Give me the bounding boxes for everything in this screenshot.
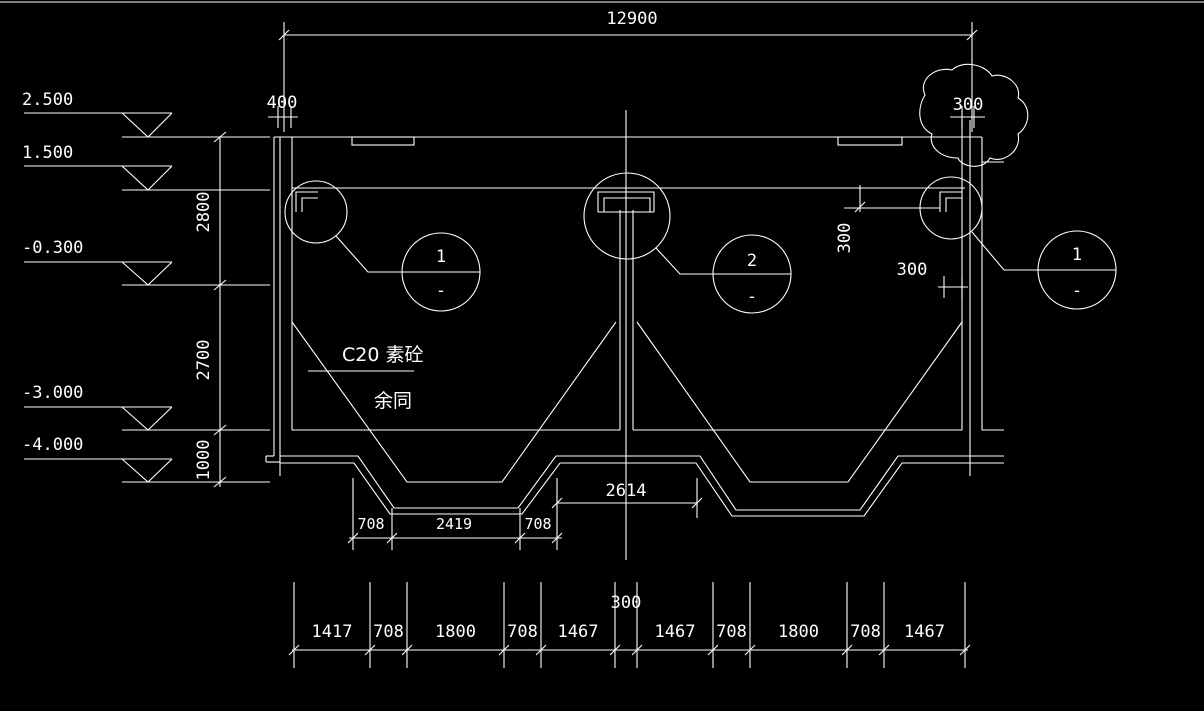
wall-thickness-dims: 400 300 <box>267 93 985 128</box>
svg-text:-: - <box>747 287 757 307</box>
elevation-minus-4000: -4.000 <box>22 435 270 483</box>
elevation-2500: 2.500 <box>22 90 270 138</box>
bottom-dim-label: 1800 <box>778 622 819 642</box>
dim-slash <box>535 644 547 656</box>
dim-slash <box>364 644 376 656</box>
material-note-top: C20 素砼 <box>342 344 423 366</box>
dim-slash <box>631 644 643 656</box>
elevation-markers: 2.500 1.500 -0.300 -3.000 -4.000 <box>22 90 270 483</box>
detail-callout-1-left[interactable]: 1 - <box>284 180 481 312</box>
base-dim-right: 708 <box>524 515 551 533</box>
svg-text:-: - <box>1072 281 1082 301</box>
dim-slash <box>959 644 971 656</box>
dim-slash <box>841 644 853 656</box>
dim-slash <box>401 644 413 656</box>
overall-width-label: 12900 <box>606 9 657 29</box>
base-dimensions: 708 2419 708 2614 <box>347 478 703 550</box>
dim-slash <box>609 644 621 656</box>
revision-cloud <box>919 63 1029 167</box>
bottom-dim-label: 1467 <box>655 622 696 642</box>
svg-text:1: 1 <box>1072 245 1082 265</box>
bottom-dim-label: 708 <box>373 622 404 642</box>
svg-text:-: - <box>436 281 446 301</box>
bottom-dim-label: 708 <box>507 622 538 642</box>
svg-text:2: 2 <box>747 251 757 271</box>
dim-slash <box>288 644 300 656</box>
vertical-300-label: 300 <box>835 223 855 254</box>
bottom-dim-label: 708 <box>716 622 747 642</box>
material-note: C20 素砼 余同 <box>308 344 423 412</box>
bottom-center-dim: 300 <box>611 593 642 613</box>
bottom-dim-label: 1800 <box>435 622 476 642</box>
bottom-dimension-chain: 300 1417 708 1800 708 1467 1467 708 1800 708 1467 <box>288 582 971 668</box>
left-wall-dim: 400 <box>267 93 298 113</box>
dim-1000: 1000 <box>194 440 214 481</box>
base-dim-span: 2614 <box>606 481 647 501</box>
bottom-dim-label: 1467 <box>904 622 945 642</box>
base-dim-middle: 2419 <box>436 515 472 533</box>
svg-text:2.500: 2.500 <box>22 90 73 110</box>
tank-structure <box>265 110 1004 560</box>
bottom-dim-label: 708 <box>850 622 881 642</box>
dim-2800: 2800 <box>194 192 214 233</box>
svg-text:1.500: 1.500 <box>22 143 73 163</box>
svg-text:-4.000: -4.000 <box>22 435 83 455</box>
elevation-minus-0300: -0.300 <box>22 238 270 286</box>
detail-callout-1-right[interactable]: 1 - <box>919 176 1117 310</box>
elevation-1500: 1.500 <box>22 143 270 191</box>
detail-callout-2-center[interactable]: 2 - <box>583 172 792 314</box>
vertical-dimension-chain: 2800 2700 1000 <box>194 131 227 488</box>
small-dims: 300 300 <box>835 185 968 298</box>
bottom-dim-label: 1467 <box>558 622 599 642</box>
bottom-dim-label: 1417 <box>312 622 353 642</box>
right-wall-dim: 300 <box>953 95 984 115</box>
dim-slash <box>707 644 719 656</box>
horizontal-300-label: 300 <box>897 260 928 280</box>
dim-slash <box>744 644 756 656</box>
dim-slash <box>498 644 510 656</box>
material-note-bottom: 余同 <box>374 390 412 412</box>
dim-2700: 2700 <box>194 340 214 381</box>
svg-text:-3.000: -3.000 <box>22 383 83 403</box>
base-dim-left: 708 <box>357 515 384 533</box>
elevation-minus-3000: -3.000 <box>22 383 270 431</box>
svg-text:1: 1 <box>436 247 446 267</box>
overall-width-dimension: 12900 <box>278 9 978 132</box>
dim-slash <box>878 644 890 656</box>
svg-text:-0.300: -0.300 <box>22 238 83 258</box>
